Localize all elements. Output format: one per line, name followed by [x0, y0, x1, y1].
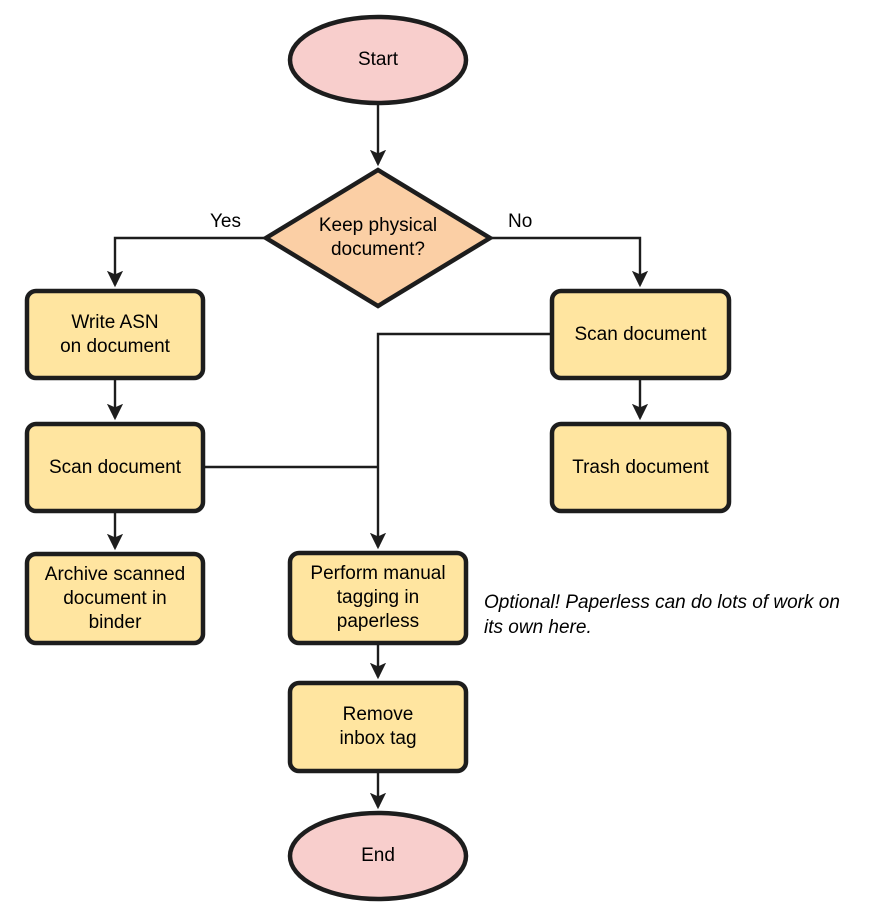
node-archive-shape — [24, 551, 206, 646]
node-decision-shape — [261, 167, 495, 309]
edge-label-no: No — [508, 211, 533, 232]
node-scan-left-shape — [24, 421, 206, 514]
note-optional: Optional! Paperless can do lots of work … — [484, 592, 840, 638]
node-trash-shape — [549, 421, 732, 514]
node-scan-right-shape — [549, 288, 732, 381]
node-remove-inbox-shape — [287, 680, 469, 774]
node-tagging-shape — [287, 550, 469, 646]
edge-decision-yes — [106, 236, 265, 288]
node-start-shape — [287, 14, 469, 106]
node-end-shape — [287, 810, 469, 902]
node-write-asn-shape — [24, 288, 206, 381]
edge-decision-no — [490, 236, 649, 288]
edge-label-yes: Yes — [210, 211, 241, 232]
edge-scanright-to-tagging — [369, 332, 551, 550]
